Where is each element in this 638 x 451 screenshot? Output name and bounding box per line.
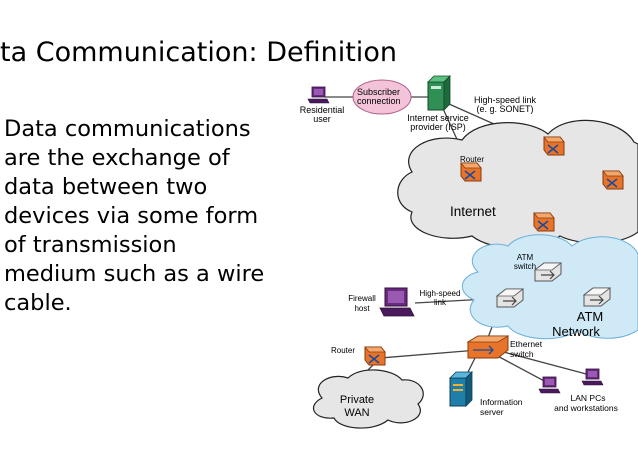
atm-network-label: ATM xyxy=(577,309,603,324)
high-speed-link-label: High-speed xyxy=(420,289,461,298)
firewall-label: Firewall xyxy=(348,294,376,303)
information-server-icon xyxy=(449,371,473,407)
subscriber-cloud xyxy=(352,79,412,115)
atm-network-label: Network xyxy=(552,324,600,339)
subscriber-label: connection xyxy=(357,96,401,106)
router-label: Router xyxy=(460,155,484,164)
router-icon xyxy=(602,170,624,190)
isp-label: provider (ISP) xyxy=(410,122,466,132)
ethernet-switch-label: switch xyxy=(510,349,534,359)
firewall-label: host xyxy=(354,304,370,313)
definition-line: devices via some form xyxy=(4,203,259,229)
router-label: Router xyxy=(331,346,355,355)
router-icon xyxy=(460,162,482,182)
high-speed-link-label: link xyxy=(434,298,447,307)
router-icon xyxy=(533,212,555,232)
private-wan-cloud xyxy=(312,369,424,429)
information-server-label: server xyxy=(480,407,504,417)
isp-label: Internet service xyxy=(407,113,469,123)
isp-server-icon xyxy=(427,75,451,111)
definition-line: of transmission xyxy=(4,232,177,258)
high-speed-link-label: (e. g. SONET) xyxy=(476,104,533,114)
diagram-labels: Subscriber connection Residential user I… xyxy=(300,87,618,419)
high-speed-link-label: High-speed link xyxy=(474,95,537,105)
residential-pc-icon xyxy=(307,86,330,104)
atm-cloud xyxy=(462,234,638,340)
definition-line: data between two xyxy=(4,174,208,200)
residential-label: Residential xyxy=(300,105,345,115)
definition-line: medium such as a wire xyxy=(4,261,265,287)
subscriber-label: Subscriber xyxy=(357,87,400,97)
internet-label: Internet xyxy=(450,204,496,219)
private-wan-label: Private xyxy=(340,394,374,406)
lan-pc-icon xyxy=(581,368,604,386)
definition-line: are the exchange of xyxy=(4,145,230,171)
ethernet-switch-label: Ethernet xyxy=(510,339,543,349)
private-wan-label: WAN xyxy=(344,407,369,419)
residential-label: user xyxy=(313,114,331,124)
atm-switch-label: switch xyxy=(514,262,536,271)
definition-line: cable. xyxy=(4,290,72,316)
definition-line: Data communications xyxy=(4,116,251,142)
lan-label: LAN PCs xyxy=(571,393,606,403)
router-icon xyxy=(364,346,386,366)
atm-switch-label: ATM xyxy=(517,253,534,262)
router-icon xyxy=(543,136,565,156)
lan-label: and workstations xyxy=(554,403,618,413)
firewall-host-icon xyxy=(379,287,415,317)
internet-cloud xyxy=(397,119,638,249)
definition-text: Data communications are the exchange of … xyxy=(4,115,289,318)
ethernet-switch-icon xyxy=(466,335,510,359)
information-server-label: Information xyxy=(480,397,523,407)
slide-title: ta Communication: Definition xyxy=(0,37,397,68)
